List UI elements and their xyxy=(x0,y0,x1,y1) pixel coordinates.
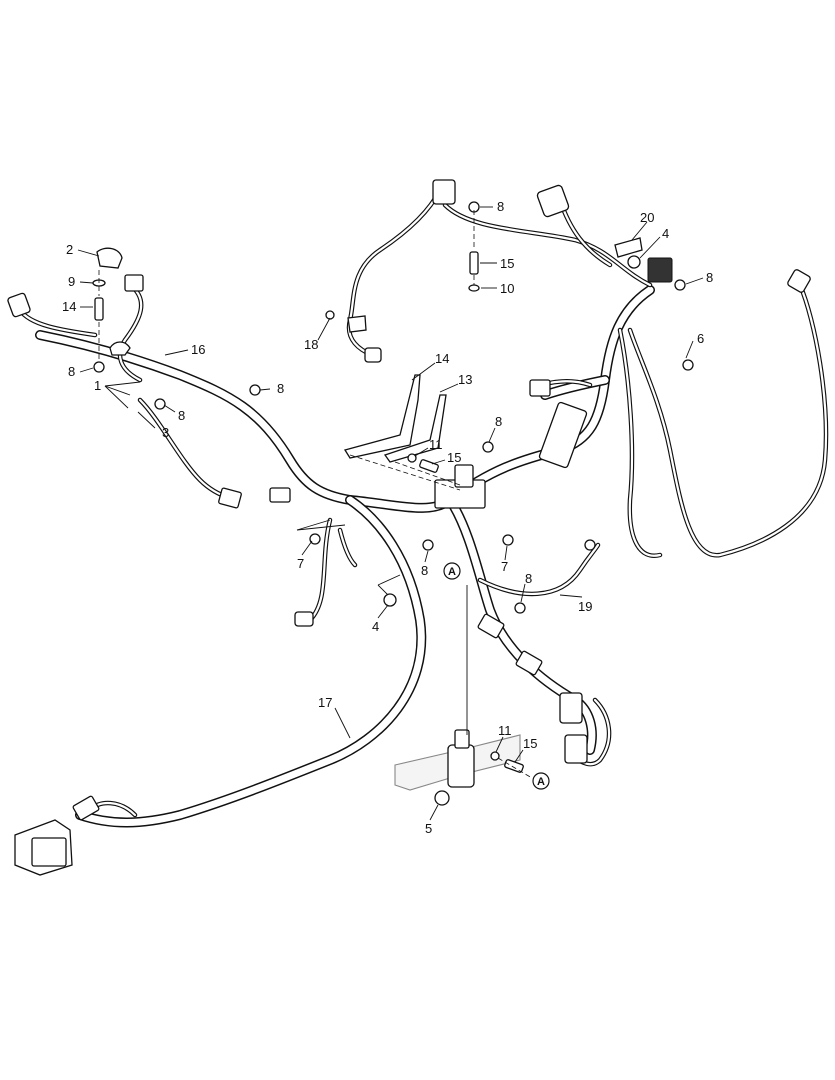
bracket-20 xyxy=(614,237,643,258)
solenoid-relay xyxy=(447,744,475,788)
reference-a-top: A xyxy=(443,562,461,580)
callout-8g: 8 xyxy=(421,563,428,578)
callout-11a: 11 xyxy=(429,437,443,452)
callout-7a: 7 xyxy=(297,556,304,571)
callout-3: 3 xyxy=(162,425,169,440)
callout-7b: 7 xyxy=(501,559,508,574)
callout-19: 19 xyxy=(578,599,592,614)
callout-10: 10 xyxy=(500,281,514,296)
washer-10 xyxy=(468,284,480,292)
reference-a-bottom: A xyxy=(532,772,550,790)
callout-4b: 4 xyxy=(662,226,669,241)
callout-15b: 15 xyxy=(523,736,537,751)
callout-13: 14 xyxy=(435,351,449,366)
callout-15a: 15 xyxy=(447,450,461,465)
callout-8a: 8 xyxy=(68,364,75,379)
callout-20: 20 xyxy=(640,210,654,225)
callout-8f: 8 xyxy=(495,414,502,429)
svg-text:A: A xyxy=(537,776,545,788)
callout-4a: 4 xyxy=(372,619,379,634)
spacer-14a xyxy=(94,297,104,321)
callout-1: 1 xyxy=(94,378,101,393)
main-harness xyxy=(35,285,655,828)
callout-2: 2 xyxy=(66,242,73,257)
callout-8h: 8 xyxy=(525,571,532,586)
callout-8b: 8 xyxy=(178,408,185,423)
svg-text:A: A xyxy=(448,566,456,578)
callout-5: 5 xyxy=(425,821,432,836)
bracket-13 xyxy=(343,374,421,459)
callout-8d: 8 xyxy=(497,199,504,214)
callout-6: 6 xyxy=(697,331,704,346)
callout-11b: 11 xyxy=(498,723,512,738)
connectors xyxy=(7,179,811,876)
brackets xyxy=(96,237,643,791)
leader-lines xyxy=(77,206,704,821)
callout-8e: 8 xyxy=(706,270,713,285)
callout-18: 18 xyxy=(304,337,318,352)
callout-14b: 15 xyxy=(500,256,514,271)
bracket-12 xyxy=(383,394,447,463)
callout-9: 9 xyxy=(68,274,75,289)
callout-12: 13 xyxy=(458,372,472,387)
nut-8a xyxy=(93,361,105,373)
callout-14a: 14 xyxy=(62,299,76,314)
callout-8c: 8 xyxy=(277,381,284,396)
clamp-2 xyxy=(96,247,123,269)
spacer-14b xyxy=(469,251,479,275)
callout-labels: 2 9 14 8 1 3 8 16 8 18 8 15 10 20 4 8 6 … xyxy=(62,199,713,836)
callout-16: 16 xyxy=(191,342,205,357)
callout-17: 17 xyxy=(318,695,332,710)
